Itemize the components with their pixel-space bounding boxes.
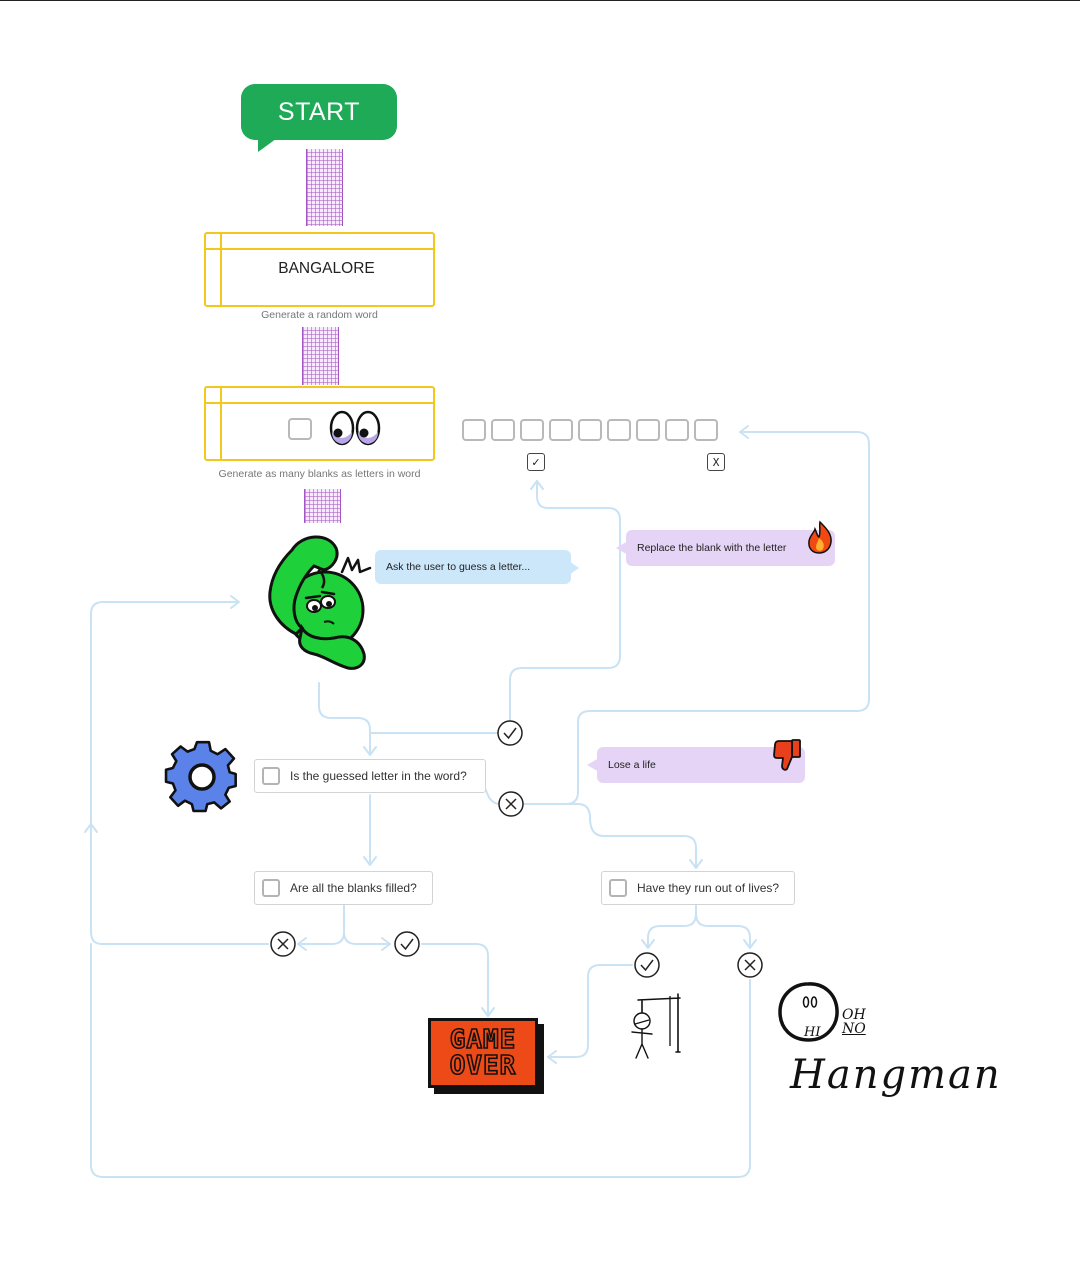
grid-connector (304, 489, 341, 523)
arrowhead (689, 859, 703, 869)
arrowhead (297, 937, 307, 951)
arrowhead (230, 595, 240, 609)
bubble-tail (616, 541, 628, 555)
connector-loop-back (90, 601, 269, 945)
top-border (0, 0, 1080, 1)
blank-slot (549, 419, 573, 441)
arrowhead (363, 856, 377, 866)
decision-all-filled-text: Are all the blanks filled? (290, 881, 417, 895)
blanks-row (462, 419, 718, 441)
sticker-hi-text: HI (803, 1025, 821, 1040)
blank-slot (462, 419, 486, 441)
connector-check-to-gameover-2 (547, 964, 633, 1058)
blank-slot (636, 419, 660, 441)
step-generate-word-box: BANGALORE (204, 232, 435, 307)
blank-slot (491, 419, 515, 441)
connector-filled-to-check (343, 931, 390, 945)
decision-all-filled: Are all the blanks filled? (254, 871, 433, 905)
x-circle-icon (270, 931, 296, 957)
arrowhead (743, 939, 757, 949)
connector-check-to-gameover (421, 943, 489, 1015)
bubble-tail (569, 561, 579, 575)
blank-slot (520, 419, 544, 441)
check-badge-icon: ✓ (527, 453, 545, 471)
fire-icon (808, 520, 832, 554)
arrowhead (381, 937, 391, 951)
connector-character-to-decision (318, 682, 371, 755)
grid-connector (302, 327, 339, 385)
bubble-lose: Lose a life (597, 747, 805, 783)
oh-no-label: OH NO (842, 1008, 866, 1036)
arrowhead (363, 746, 377, 756)
diagram-title: Hangman (790, 1052, 1002, 1098)
blank-slot (578, 419, 602, 441)
decision-in-word: Is the guessed letter in the word? (254, 759, 486, 793)
bubble-ask-text: Ask the user to guess a letter... (386, 561, 531, 573)
check-circle-icon (394, 931, 420, 957)
bubble-lose-text: Lose a life (608, 759, 656, 771)
step-generate-blanks-box (204, 386, 435, 461)
thinking-character-icon (268, 535, 372, 670)
decision-checkbox[interactable] (262, 879, 280, 897)
blank-slot (607, 419, 631, 441)
connector-lives-to-check (647, 905, 697, 947)
oh-no-face-icon: HI (778, 982, 839, 1042)
start-node: START (241, 84, 397, 140)
oh-no-line2: NO (842, 1021, 866, 1037)
oh-no-line1: OH (842, 1007, 866, 1023)
connector-lives-to-x (695, 913, 751, 947)
bubble-ask: Ask the user to guess a letter... (375, 550, 571, 584)
step-generate-blanks-caption: Generate as many blanks as letters in wo… (218, 468, 421, 480)
game-over-line2: OVER (449, 1051, 517, 1081)
gallows-icon (631, 993, 681, 1059)
arrowhead (530, 480, 544, 490)
check-circle-icon (497, 720, 523, 746)
word-example: BANGALORE (278, 260, 375, 277)
blank-slot (694, 419, 718, 441)
decision-in-word-text: Is the guessed letter in the word? (290, 769, 467, 783)
connector-decision-to-x (485, 789, 501, 805)
arrowhead (641, 939, 655, 949)
connector-x-to-blanks (522, 431, 870, 805)
x-badge-icon: X (707, 453, 725, 471)
check-circle-icon (634, 952, 660, 978)
decision-out-of-lives: Have they run out of lives? (601, 871, 795, 905)
x-circle-icon (737, 952, 763, 978)
connector-check-to-blanks (509, 480, 621, 721)
decision-out-of-lives-text: Have they run out of lives? (637, 881, 780, 895)
x-circle-icon (498, 791, 524, 817)
bubble-replace: Replace the blank with the letter (626, 530, 835, 566)
arrowhead (481, 1007, 495, 1017)
decision-checkbox[interactable] (262, 767, 280, 785)
connector-lives-loop (90, 943, 751, 1178)
thumbs-down-icon (773, 739, 801, 771)
bubble-tail (587, 758, 599, 772)
start-label: START (277, 97, 361, 126)
start-bubble-tail (258, 136, 280, 152)
eyes-icon (329, 410, 381, 446)
gear-icon (164, 740, 237, 813)
arrowhead (547, 1050, 557, 1064)
arrowhead (84, 823, 98, 833)
blank-slot (665, 419, 689, 441)
bubble-replace-text: Replace the blank with the letter (637, 542, 787, 554)
step-generate-word-caption: Generate a random word (261, 309, 378, 321)
connector-x-to-lives (522, 803, 697, 867)
blank-slot (288, 418, 312, 440)
grid-connector (306, 149, 343, 226)
game-over-badge: GAME OVER (428, 1018, 538, 1088)
game-over-line1: GAME (449, 1025, 517, 1055)
arrowhead (739, 425, 749, 439)
decision-checkbox[interactable] (609, 879, 627, 897)
